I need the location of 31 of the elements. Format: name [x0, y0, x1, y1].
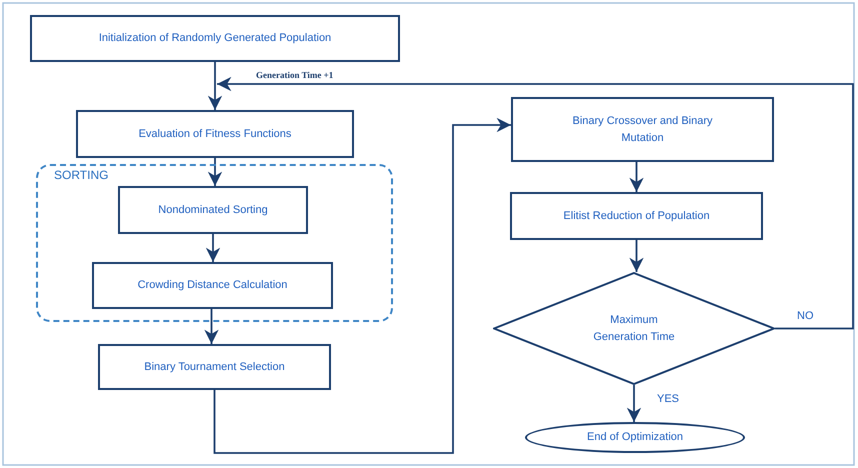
- node-label: Crowding Distance Calculation: [138, 278, 288, 294]
- node-label: Maximum Generation Time: [592, 313, 676, 344]
- arrow: [206, 234, 220, 262]
- arrow: [626, 385, 642, 422]
- arrow: [214, 118, 511, 454]
- node-label: Elitist Reduction of Population: [563, 208, 710, 224]
- process-box: [98, 344, 331, 390]
- process-box: [92, 262, 333, 309]
- edge-label: NO: [795, 310, 816, 322]
- arrow: [217, 76, 854, 330]
- arrow: [208, 62, 222, 110]
- edge-label: YES: [655, 393, 682, 405]
- group-title: SORTING: [54, 168, 108, 182]
- node-label: Nondominated Sorting: [158, 202, 268, 218]
- process-box: [76, 110, 354, 158]
- arrow: [208, 158, 222, 186]
- process-box: [30, 15, 400, 62]
- node-label: Initialization of Randomly Generated Population: [98, 31, 332, 46]
- process-box: [118, 186, 308, 234]
- dashed-group-box: [36, 164, 393, 322]
- arrow: [204, 309, 219, 344]
- process-box: [510, 192, 763, 240]
- arrow: [629, 162, 644, 192]
- node-label: Evaluation of Fitness Functions: [138, 126, 292, 142]
- node-label: Binary Tournament Selection: [144, 360, 285, 375]
- arrow: [629, 240, 644, 272]
- decision-diamond: [493, 272, 775, 385]
- process-box: [511, 97, 774, 162]
- loop-note: Generation Time +1: [256, 70, 334, 80]
- node-label: Binary Crossover and Binary Mutation: [572, 114, 712, 146]
- node-label: End of Optimization: [587, 430, 683, 446]
